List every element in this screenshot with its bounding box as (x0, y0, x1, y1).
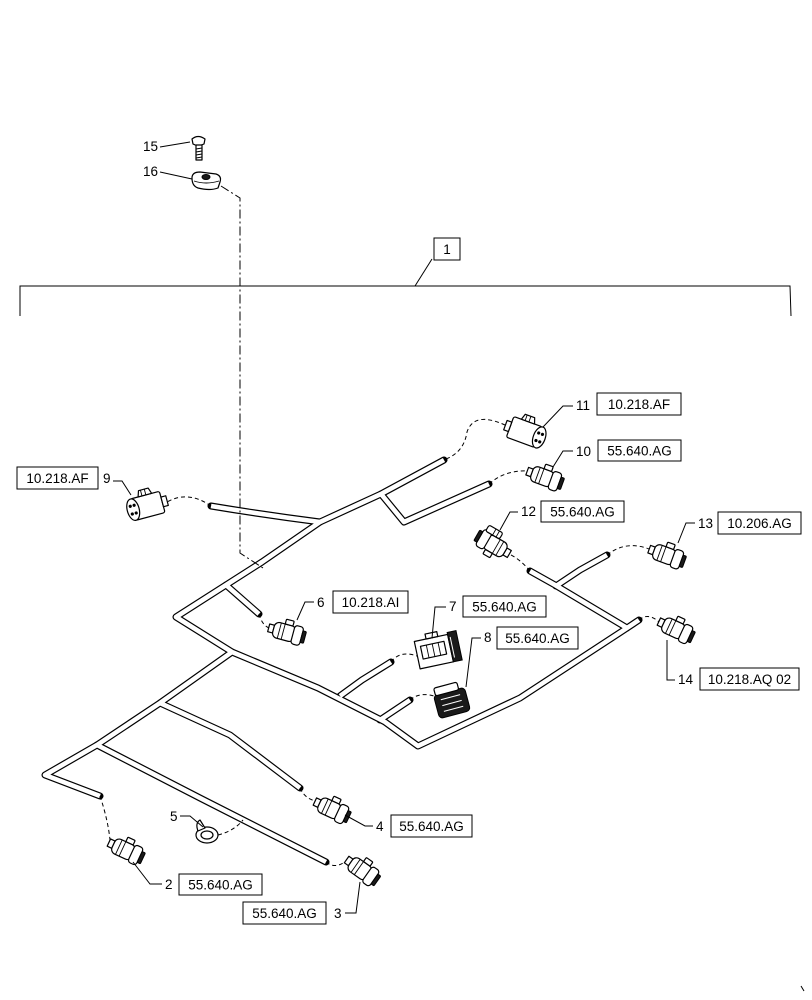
ref-box-frame (597, 439, 682, 462)
connector-3 (343, 855, 381, 887)
ref-link-text[interactable]: 10.218.AF (608, 397, 670, 412)
ref-link-10[interactable]: 55.640.AG (597, 439, 682, 462)
ref-link-text[interactable]: 55.640.AG (252, 906, 317, 921)
ref-box-frame (178, 873, 263, 896)
ref-box-frame (699, 667, 800, 691)
ref-link-11[interactable]: 10.218.AF (596, 392, 682, 416)
callout-7: 7 (449, 599, 457, 614)
callout-8: 8 (484, 630, 492, 645)
harness-branch-9-fill (211, 506, 320, 522)
callout-15: 15 (143, 139, 158, 154)
callout-9: 9 (103, 471, 111, 486)
connector-13 (647, 541, 687, 570)
wire-5 (217, 819, 244, 836)
clip-16 (191, 171, 222, 191)
callout-12: 12 (521, 504, 536, 519)
ref-link-text[interactable]: 55.640.AG (399, 819, 464, 834)
callout-11: 11 (576, 398, 590, 413)
ref-box-frame (16, 466, 99, 490)
wire-10 (488, 470, 528, 485)
callout-5: 5 (170, 809, 178, 824)
connector-11 (503, 413, 547, 449)
ref-link-text[interactable]: 10.206.AG (727, 516, 792, 531)
connector-6 (267, 618, 307, 646)
wire-8 (409, 694, 438, 701)
wire-2 (99, 795, 111, 841)
wire-9 (166, 496, 212, 507)
corner-mark (800, 985, 805, 992)
ref-link-text[interactable]: 55.640.AG (188, 878, 253, 893)
callout-14: 14 (678, 672, 694, 687)
wire-11 (445, 418, 506, 460)
mounting-centerline (220, 185, 264, 569)
callout-3: 3 (334, 906, 342, 921)
assembly-bracket: 1 (19, 237, 792, 317)
callout-13: 13 (698, 516, 713, 531)
ref-link-text[interactable]: 10.218.AQ 02 (708, 672, 791, 687)
ref-link-6[interactable]: 10.218.AI (332, 590, 409, 614)
callout-1-frame (433, 237, 461, 261)
callout-6: 6 (317, 595, 325, 610)
ref-link-text[interactable]: 10.218.AF (26, 471, 88, 486)
wire-4 (299, 787, 317, 802)
connector-10 (525, 463, 565, 492)
ref-box-frame (596, 392, 682, 416)
leader-lines (113, 141, 695, 914)
harness-branch-6-fill (226, 585, 259, 614)
ref-link-4[interactable]: 55.640.AG (390, 814, 473, 838)
callout-1: 1 (443, 242, 451, 257)
wire-6 (258, 613, 270, 629)
ring-tie-5 (195, 819, 219, 844)
ref-link-8[interactable]: 55.640.AG (496, 626, 579, 650)
ref-box-frame (462, 595, 547, 618)
callout-2: 2 (165, 877, 173, 892)
connector-8 (433, 681, 471, 719)
ref-link-7[interactable]: 55.640.AG (462, 595, 547, 618)
connector-2 (106, 836, 146, 866)
wire-12 (508, 553, 531, 572)
ref-link-text[interactable]: 55.640.AG (607, 444, 672, 459)
pigtail-wires (99, 418, 660, 866)
callout-16: 16 (143, 164, 158, 179)
wire-14 (638, 616, 660, 623)
bracket-leader (414, 258, 433, 287)
connector-7 (413, 629, 463, 670)
wire-13 (606, 545, 650, 556)
ref-link-2[interactable]: 55.640.AG (178, 873, 263, 896)
bracket-line (19, 285, 792, 317)
connector-14 (656, 615, 696, 645)
ref-link-text[interactable]: 55.640.AG (472, 600, 537, 615)
ref-box-frame (717, 511, 802, 535)
ref-box-frame (242, 901, 327, 925)
harness-branch-8-fill (380, 700, 410, 720)
ref-link-13[interactable]: 10.206.AG (717, 511, 802, 535)
connector-9 (126, 487, 169, 521)
ref-link-14[interactable]: 10.218.AQ 02 (699, 667, 800, 691)
harness-branch-4 (160, 703, 300, 788)
ref-link-text[interactable]: 10.218.AI (342, 595, 400, 610)
ref-link-9[interactable]: 10.218.AF (16, 466, 99, 490)
ref-box-frame (496, 626, 579, 650)
ref-link-12[interactable]: 55.640.AG (540, 500, 625, 523)
ref-link-text[interactable]: 55.640.AG (505, 631, 570, 646)
connector-12 (473, 525, 512, 559)
callout-4: 4 (376, 819, 384, 834)
ref-link-text[interactable]: 55.640.AG (550, 505, 615, 520)
ref-link-3[interactable]: 55.640.AG (242, 901, 327, 925)
bolt-15 (191, 135, 206, 161)
callout-10: 10 (576, 444, 591, 459)
ref-box-frame (390, 814, 473, 838)
ref-box-frame (540, 500, 625, 523)
ref-box-frame (332, 590, 409, 614)
wire-7 (390, 653, 418, 663)
harness-branch-7-fill (340, 662, 391, 696)
harness-branch-13-fill (556, 555, 607, 586)
connector-4 (312, 795, 352, 825)
harness-branch-10-fill (381, 484, 489, 522)
